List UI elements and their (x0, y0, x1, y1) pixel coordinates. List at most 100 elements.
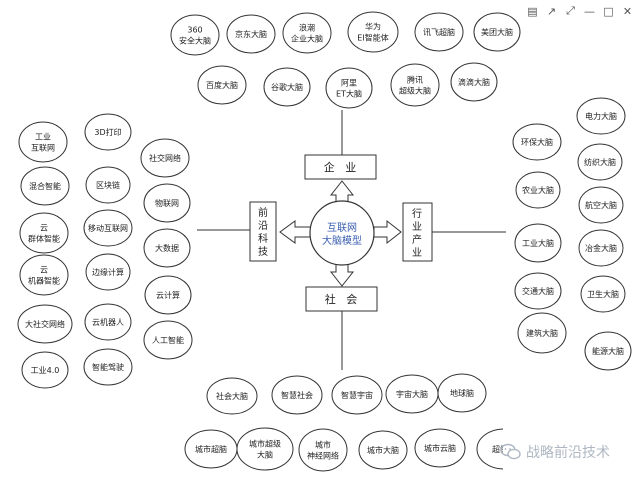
society-node-label: 超级城 (492, 444, 516, 454)
close-icon[interactable]: ✕ (622, 4, 633, 18)
society-node-label: 城市超脑 (195, 444, 227, 454)
frontier-node-label: 互联网 (31, 144, 55, 153)
frontier-node-label: 云 (40, 224, 48, 233)
frontier-node-label: 人工智能 (152, 335, 184, 345)
wechat-icon (500, 443, 521, 460)
enterprise-node-outline (450, 62, 498, 102)
enterprise-node-label: 谷歌大脑 (271, 82, 303, 92)
society-node-label: 大脑 (257, 450, 273, 460)
expand-icon[interactable]: ⤢ (566, 4, 575, 17)
center-line-2: 大脑模型 (322, 234, 362, 247)
enterprise-node-label: 滴滴大脑 (458, 77, 490, 87)
enterprise-node: 百度大脑 (197, 65, 247, 105)
industry-node-label: 农业大脑 (522, 185, 554, 195)
enterprise-node: 滴滴大脑 (450, 62, 498, 102)
enterprise-node: 谷歌大脑 (263, 67, 311, 107)
watermark-text: 战略前沿技术 (526, 445, 610, 461)
industry-node-label: 环保大脑 (521, 137, 553, 147)
enterprise-node: 京东大脑 (226, 14, 276, 54)
society-box: 社 会 (305, 286, 378, 312)
enterprise-node-outline (197, 65, 247, 105)
frontier-node: 人工智能 (143, 320, 193, 360)
industry-node-outline (514, 223, 562, 263)
society-node: 城市大脑 (358, 430, 408, 470)
enterprise-node-outline (325, 67, 373, 109)
society-node-label: 宇宙大脑 (396, 389, 428, 399)
society-node: 地球脑 (437, 373, 487, 413)
arrow-down (329, 261, 355, 287)
enterprise-node-outline (473, 12, 521, 52)
frontier-node-outline (17, 304, 73, 344)
enterprise-box: 企 业 (304, 154, 377, 180)
enterprise-node-outline (170, 14, 220, 56)
industry-node: 冶金大脑 (578, 229, 624, 267)
society-node-outline (331, 375, 383, 415)
frontier-node-label: 大数据 (155, 243, 179, 253)
industry-char: 业 (412, 221, 422, 233)
society-node: 智慧社会 (271, 375, 323, 415)
society-node-outline (358, 430, 408, 470)
industry-node: 工业大脑 (514, 223, 562, 263)
society-node: 社会大脑 (206, 377, 258, 415)
industry-node: 建筑大脑 (517, 312, 567, 354)
menu-icon[interactable]: ▤ (527, 4, 538, 18)
maximize-icon[interactable]: □ (603, 4, 614, 18)
enterprise-node-label: 360 (187, 26, 202, 35)
enterprise-node-label: 阿里 (341, 79, 357, 88)
society-node-outline (271, 375, 323, 415)
society-node-label: 智慧宇宙 (341, 390, 373, 400)
enterprise-node-label: 安全大脑 (179, 36, 211, 46)
share-icon[interactable]: ↗ (546, 4, 557, 18)
arrow-left (279, 220, 312, 244)
society-node-outline (298, 428, 348, 472)
enterprise-node-label: 腾讯 (407, 75, 423, 85)
society-label: 社 会 (325, 292, 358, 306)
industry-node: 卫生大脑 (580, 275, 626, 313)
frontier-node-outline (83, 348, 133, 386)
enterprise-node-outline (347, 11, 399, 53)
industry-node: 农业大脑 (515, 171, 561, 209)
enterprise-label: 企 业 (324, 160, 357, 174)
frontier-node: 社交网络 (140, 138, 190, 178)
frontier-node: 混合智能 (20, 166, 70, 206)
society-node: 城市超脑 (184, 429, 238, 469)
connector-lines (197, 110, 506, 370)
frontier-node-outline (83, 209, 133, 247)
frontier-node: 移动互联网 (83, 209, 133, 247)
minimize-icon[interactable]: — (584, 4, 595, 18)
enterprise-node-label: 美团大脑 (481, 27, 513, 37)
enterprise-node: 讯飞超脑 (414, 12, 464, 52)
frontier-node-label: 边缘计算 (92, 267, 124, 277)
industry-node-outline (517, 312, 567, 354)
frontier-node: 大社交网络 (17, 304, 73, 344)
frontier-node-group: 工业互联网3D打印混合智能区块链云群体智能移动互联网云机器智能边缘计算大社交网络… (17, 113, 193, 389)
frontier-node: 物联网 (143, 183, 191, 223)
frontier-char: 科 (258, 232, 268, 245)
industry-char: 业 (412, 247, 422, 259)
frontier-node-outline (19, 212, 69, 254)
industry-node-outline (580, 275, 626, 313)
frontier-node-label: 机器智能 (28, 276, 60, 286)
frontier-node-label: 智能驾驶 (92, 362, 124, 372)
frontier-node-label: 云 (40, 266, 48, 275)
industry-node-outline (576, 97, 626, 135)
industry-node-outline (512, 123, 562, 161)
arrow-right (373, 219, 402, 245)
society-node-outline (414, 428, 466, 468)
industry-node: 能源大脑 (584, 331, 632, 371)
frontier-node: 云机器人 (84, 303, 132, 341)
industry-node-label: 航空大脑 (585, 200, 617, 210)
frontier-node-label: 大社交网络 (25, 319, 65, 329)
society-node-label: 城市云脑 (424, 443, 456, 453)
enterprise-node-label: 京东大脑 (235, 29, 267, 39)
society-node-label: 神经网络 (307, 451, 339, 461)
frontier-node: 智能驾驶 (83, 348, 133, 386)
frontier-node-label: 区块链 (96, 180, 120, 190)
